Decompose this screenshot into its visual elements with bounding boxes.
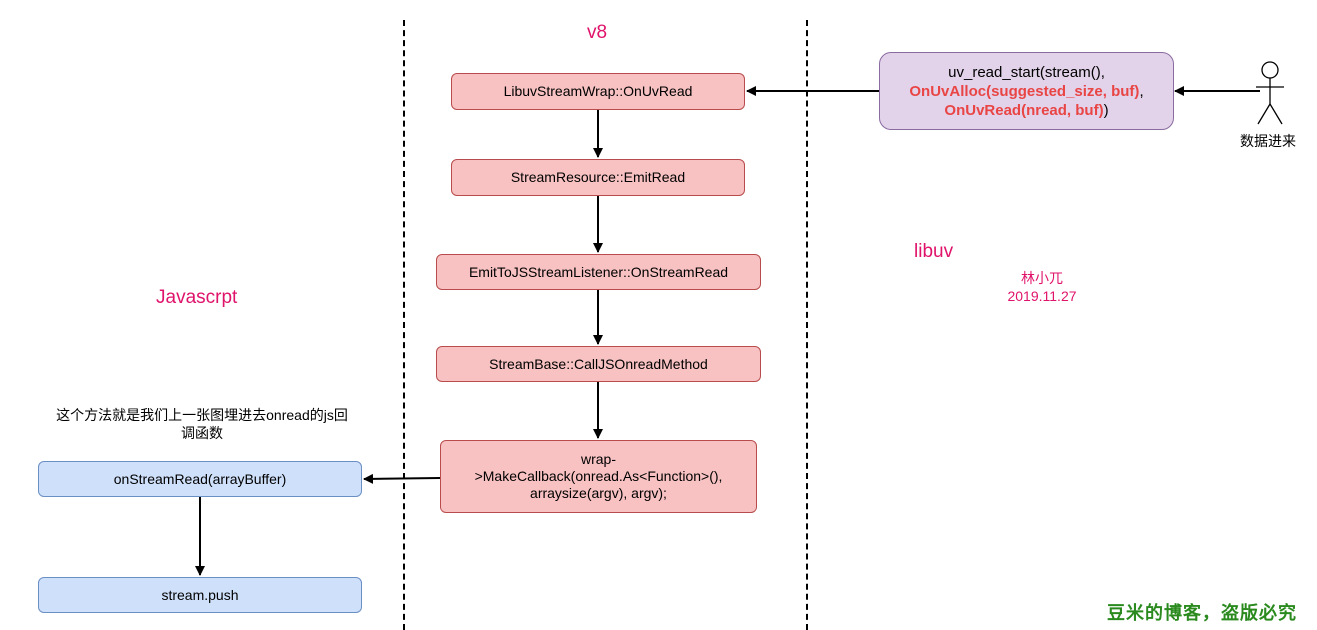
author-date: 2019.11.27 bbox=[1007, 288, 1077, 304]
actor-stick-figure-icon bbox=[1256, 61, 1284, 125]
alloc-suffix: , bbox=[1139, 82, 1144, 100]
box-label: StreamResource::EmitRead bbox=[510, 169, 686, 185]
read-suffix: ) bbox=[1103, 101, 1109, 119]
js-note-line1: 这个方法就是我们上一张图埋进去onread的js回 bbox=[56, 407, 348, 423]
divider-v8-libuv bbox=[806, 20, 808, 630]
divider-js-v8 bbox=[403, 20, 405, 630]
box-streambase-calljsonreadmethod: StreamBase::CallJSOnreadMethod bbox=[436, 346, 761, 382]
box-emittojsstreamlistener-onstreamread: EmitToJSStreamListener::OnStreamRead bbox=[436, 254, 761, 290]
watermark: 豆米的博客，盗版必究 bbox=[1107, 603, 1297, 623]
box-onstreamread: onStreamRead(arrayBuffer) bbox=[38, 461, 362, 497]
section-label-javascript: Javascrpt bbox=[156, 287, 238, 308]
arrow-makecallback-to-onstreamread bbox=[363, 473, 441, 484]
box-label-line3: OnUvRead(nread, buf)) bbox=[944, 101, 1108, 120]
box-label-line2: OnUvAlloc(suggested_size, buf), bbox=[909, 82, 1143, 101]
box-label-line1: wrap- bbox=[580, 451, 616, 467]
box-label: onStreamRead(arrayBuffer) bbox=[113, 470, 287, 487]
on-uv-alloc-text: OnUvAlloc(suggested_size, buf) bbox=[909, 82, 1140, 100]
section-label-v8: v8 bbox=[587, 22, 608, 43]
box-label: stream.push bbox=[161, 586, 239, 603]
box-stream-push: stream.push bbox=[38, 577, 362, 613]
box-label: LibuvStreamWrap::OnUvRead bbox=[503, 83, 693, 99]
js-note-line2: 调函数 bbox=[181, 425, 223, 441]
author-block: 林小兀 2019.11.27 bbox=[992, 269, 1092, 305]
section-label-libuv: libuv bbox=[914, 241, 954, 262]
box-streamresource-emitread: StreamResource::EmitRead bbox=[451, 159, 745, 196]
box-label-line2: >MakeCallback(onread.As<Function>(), bbox=[474, 468, 723, 484]
box-uv-read-start: uv_read_start(stream(), OnUvAlloc(sugges… bbox=[879, 52, 1174, 130]
box-label: StreamBase::CallJSOnreadMethod bbox=[489, 355, 708, 372]
box-libuvstreamwrap-onuvread: LibuvStreamWrap::OnUvRead bbox=[451, 73, 745, 110]
author-name: 林小兀 bbox=[1021, 270, 1063, 286]
box-label-line1: uv_read_start(stream(), bbox=[948, 63, 1105, 81]
box-label: EmitToJSStreamListener::OnStreamRead bbox=[468, 263, 729, 280]
js-note: 这个方法就是我们上一张图埋进去onread的js回 调函数 bbox=[30, 406, 374, 442]
actor-label: 数据进来 bbox=[1240, 133, 1296, 149]
box-label-line3: arraysize(argv), argv); bbox=[530, 485, 667, 501]
on-uv-read-text: OnUvRead(nread, buf) bbox=[944, 101, 1104, 119]
box-wrap-makecallback: wrap- >MakeCallback(onread.As<Function>(… bbox=[440, 440, 757, 513]
